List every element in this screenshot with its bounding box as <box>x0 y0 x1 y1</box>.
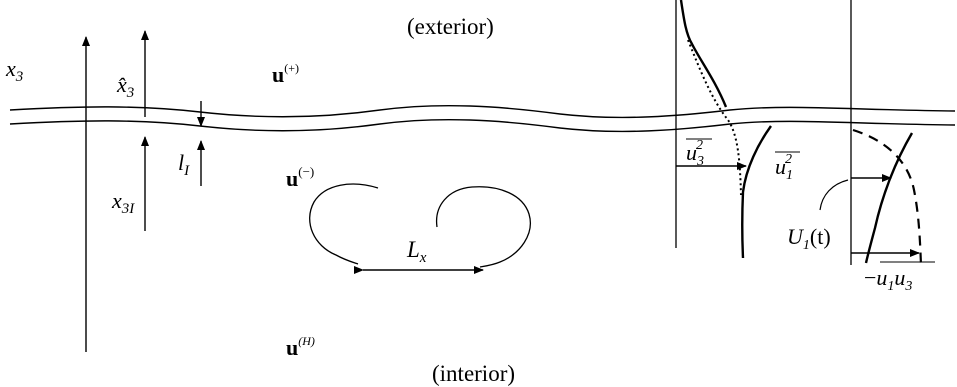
u-minus-label: u(−) <box>286 164 314 191</box>
interior-label: (interior) <box>432 361 515 386</box>
u3sq-label: u32 <box>686 138 704 169</box>
profile1-dotted-curve <box>687 39 742 196</box>
interface-upper-line <box>9 104 956 119</box>
reynolds-stress-label: −u1u3 <box>864 265 912 294</box>
u-H-label: u(H) <box>286 334 315 360</box>
Lx-label: Lx <box>406 237 427 266</box>
U1-label: U1(t) <box>787 224 831 253</box>
profile1-solid-lower <box>741 125 772 259</box>
x3-axis-label: x3 <box>5 56 23 85</box>
profile2-solid-curve <box>864 132 914 264</box>
profile1-solid-curve <box>679 0 728 108</box>
x3hat-label: x̂3 <box>116 72 134 101</box>
interface-lower-line <box>9 118 956 133</box>
U1-leader-line <box>819 179 849 211</box>
x3I-label: x3I <box>111 188 135 217</box>
u1sq-label: u12 <box>775 152 793 183</box>
eddy-left <box>309 183 379 265</box>
u-plus-label: u(+) <box>272 61 299 87</box>
eddy-right <box>435 186 531 268</box>
profile2-dashed-curve <box>852 128 923 266</box>
exterior-label: (exterior) <box>407 14 494 39</box>
lI-label: lI <box>178 150 190 179</box>
